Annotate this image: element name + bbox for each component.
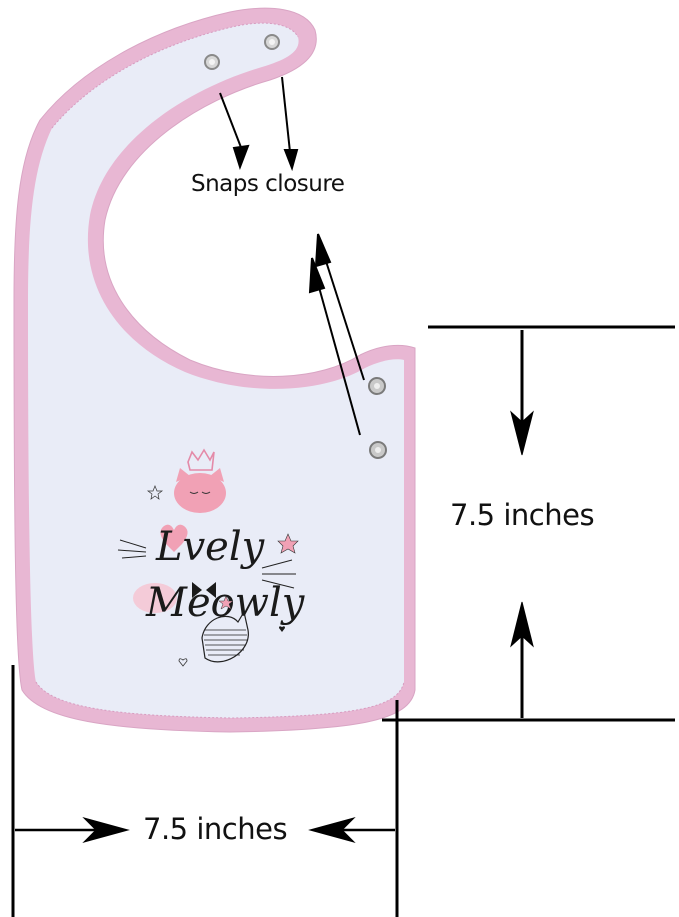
height-measurement-label: 7.5 inches [450, 498, 595, 532]
snaps-closure-label: Snaps closure [191, 171, 345, 197]
bib-shape [13, 7, 416, 733]
bib-print-artwork: Lvely Meowly [117, 448, 306, 667]
height-dimension-lines [382, 325, 675, 722]
snap-buttons [204, 34, 387, 459]
width-measurement-label: 7.5 inches [143, 812, 288, 846]
print-word-lvely: Lvely [155, 524, 266, 570]
width-dimension-lines [11, 665, 399, 917]
snaps-closure-arrows [219, 76, 365, 436]
